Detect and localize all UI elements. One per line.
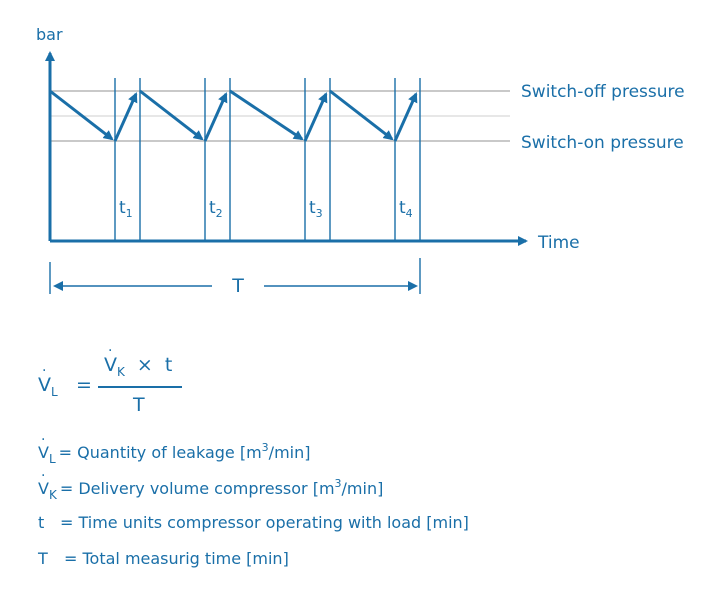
- formula-times: ×: [136, 354, 153, 376]
- dot-accent: ·: [41, 468, 46, 484]
- legend-sub: K: [48, 488, 57, 502]
- formula-lhs-sub: L: [51, 385, 58, 399]
- interval-label-t1: t1: [119, 198, 133, 220]
- legend-text-after: /min]: [341, 479, 384, 498]
- pressure-drop-arrow: [229, 89, 304, 141]
- legend-text-after: /min]: [268, 443, 311, 462]
- legend-sup: 3: [261, 441, 269, 454]
- interval-label-t3: t3: [309, 198, 323, 220]
- dot-accent: ·: [42, 363, 47, 379]
- formula-num-t: t: [164, 354, 173, 376]
- legend-symbol: T: [38, 549, 48, 568]
- formula-denominator: T: [133, 394, 145, 416]
- pressure-drop-arrow: [49, 89, 114, 141]
- dot-accent: ·: [41, 432, 46, 448]
- legend-row-vl: ·VL= Quantity of leakage [m3/min]: [38, 433, 311, 466]
- interval-letter: t: [119, 198, 126, 218]
- legend-row-T: T = Total measurig time [min]: [38, 549, 289, 568]
- pressure-curve: [49, 89, 418, 142]
- pressure-rise-arrow: [393, 92, 418, 142]
- pressure-rise-arrow: [113, 92, 138, 142]
- formula-lhs: ·VL: [38, 364, 58, 399]
- switch-off-label: Switch-off pressure: [521, 82, 685, 102]
- interval-index: 4: [406, 207, 413, 220]
- interval-index: 1: [126, 207, 133, 220]
- legend-text: = Total measurig time [min]: [64, 549, 289, 568]
- formula-numerator: ·VK × t: [104, 344, 173, 379]
- interval-index: 2: [216, 207, 223, 220]
- formula-num-symbol: V: [104, 354, 117, 376]
- interval-label-t2: t2: [209, 198, 223, 220]
- interval-letter: t: [209, 198, 216, 218]
- pressure-drop-arrow: [329, 89, 394, 141]
- interval-letter: t: [399, 198, 406, 218]
- period-dimension: [49, 258, 421, 294]
- pressure-drop-arrow: [139, 89, 204, 141]
- switch-on-label: Switch-on pressure: [521, 133, 684, 153]
- x-axis-label: Time: [537, 233, 580, 253]
- formula-lhs-symbol: V: [38, 374, 51, 396]
- interval-label-t4: t4: [399, 198, 413, 220]
- legend-sup: 3: [334, 477, 342, 490]
- legend-symbol: t: [38, 513, 45, 532]
- formula-equals: =: [76, 374, 92, 396]
- legend-symbol: V: [38, 479, 49, 498]
- leakage-diagram: bar Time Switch-off pressure Switch-on p…: [36, 25, 685, 297]
- pressure-rise-arrow: [203, 92, 228, 142]
- legend-row-t: t = Time units compressor operating with …: [38, 513, 469, 532]
- legend-text: = Time units compressor operating with l…: [60, 513, 469, 532]
- dot-accent: ·: [108, 343, 113, 359]
- fraction-line: [98, 386, 182, 388]
- interval-index: 3: [316, 207, 323, 220]
- legend-text-before: = Quantity of leakage [m: [58, 443, 262, 462]
- pressure-rise-arrow: [303, 92, 328, 142]
- interval-letter: t: [309, 198, 316, 218]
- period-label: T: [231, 275, 244, 297]
- interval-markers: [114, 78, 421, 241]
- legend-text-before: = Delivery volume compressor [m: [59, 479, 335, 498]
- legend-sub: L: [48, 452, 56, 466]
- y-axis-label: bar: [36, 25, 63, 44]
- formula-num-sub: K: [117, 365, 125, 379]
- legend-row-vk: ·VK= Delivery volume compressor [m3/min]: [38, 469, 384, 502]
- legend-symbol: V: [38, 443, 49, 462]
